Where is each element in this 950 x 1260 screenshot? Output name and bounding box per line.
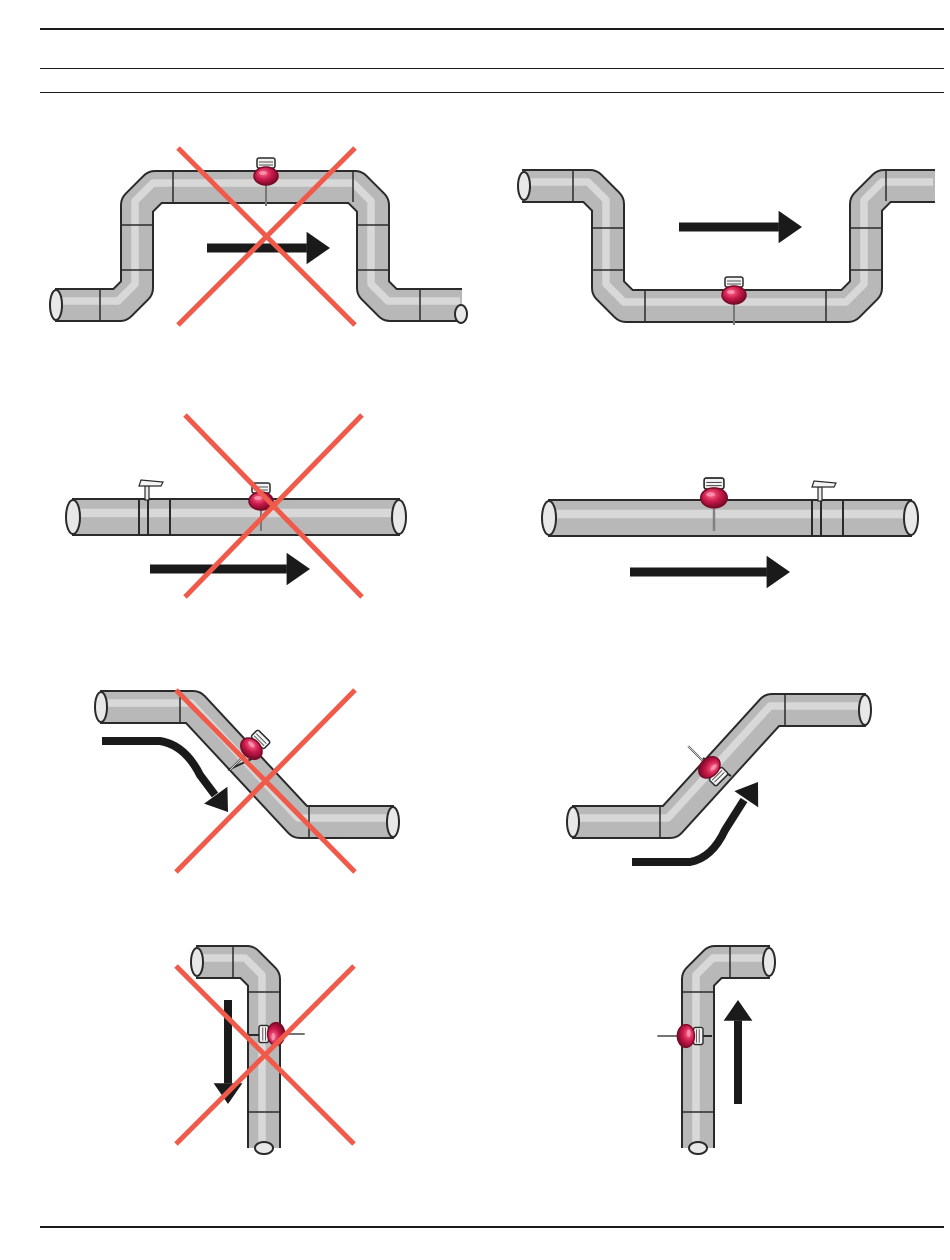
sensor-body bbox=[254, 167, 278, 185]
sensor-body bbox=[701, 488, 727, 508]
valve-icon bbox=[139, 480, 163, 500]
sensor-shine bbox=[727, 290, 735, 294]
sensor-icon bbox=[657, 1025, 703, 1048]
sensor-shine bbox=[259, 171, 267, 175]
vertical-downward-flow bbox=[176, 947, 354, 1154]
pipe-open-end-right bbox=[455, 305, 467, 323]
valve-handle bbox=[812, 481, 836, 487]
pipe-open-end-left bbox=[518, 172, 530, 200]
sensor-shine bbox=[271, 1033, 275, 1041]
flow-arrow-icon bbox=[287, 553, 310, 585]
sensor-body bbox=[722, 286, 746, 304]
pipe-open-end-left bbox=[95, 692, 107, 722]
pipe-open-end-top bbox=[763, 948, 775, 976]
pipe-open-end-left bbox=[50, 290, 62, 320]
sensor-shine bbox=[706, 492, 715, 496]
horizontal-valve-upstream bbox=[66, 415, 406, 597]
flow-arrow-icon bbox=[767, 556, 790, 588]
valve-handle bbox=[139, 480, 163, 486]
pipe-open-end-left bbox=[567, 807, 579, 837]
lowered-trough-section bbox=[518, 171, 935, 325]
flow-arrow-icon bbox=[779, 211, 802, 243]
sensor-body bbox=[677, 1025, 694, 1048]
pipe-open-end-right bbox=[904, 501, 918, 535]
pipe-open-end-bottom bbox=[255, 1142, 273, 1154]
pipe-open-end-bottom bbox=[689, 1142, 707, 1154]
vertical-upward-flow bbox=[657, 947, 775, 1154]
raised-bridge-section bbox=[50, 148, 467, 325]
valve-icon bbox=[812, 481, 836, 501]
valve-stem bbox=[818, 487, 822, 501]
pipe-open-end-right bbox=[387, 807, 399, 837]
pipe-open-end-left bbox=[66, 500, 80, 534]
flow-arrow-icon-shaft bbox=[102, 741, 215, 795]
flow-arrow-icon bbox=[724, 1000, 753, 1021]
pipe-open-end-top bbox=[191, 948, 203, 976]
inclined-upward-flow bbox=[567, 695, 871, 862]
valve-stem bbox=[145, 486, 149, 500]
pipe-open-end-right bbox=[392, 500, 406, 534]
sensor-shine bbox=[687, 1029, 691, 1037]
sensor-shine bbox=[254, 496, 262, 500]
pipe-open-end-right bbox=[859, 695, 871, 725]
pipe-open-end-left bbox=[542, 501, 556, 535]
horizontal-valve-downstream bbox=[542, 478, 918, 588]
sensor-icon bbox=[259, 1023, 305, 1046]
flow-arrow-icon bbox=[307, 232, 330, 264]
inclined-downward-flow bbox=[95, 690, 399, 872]
